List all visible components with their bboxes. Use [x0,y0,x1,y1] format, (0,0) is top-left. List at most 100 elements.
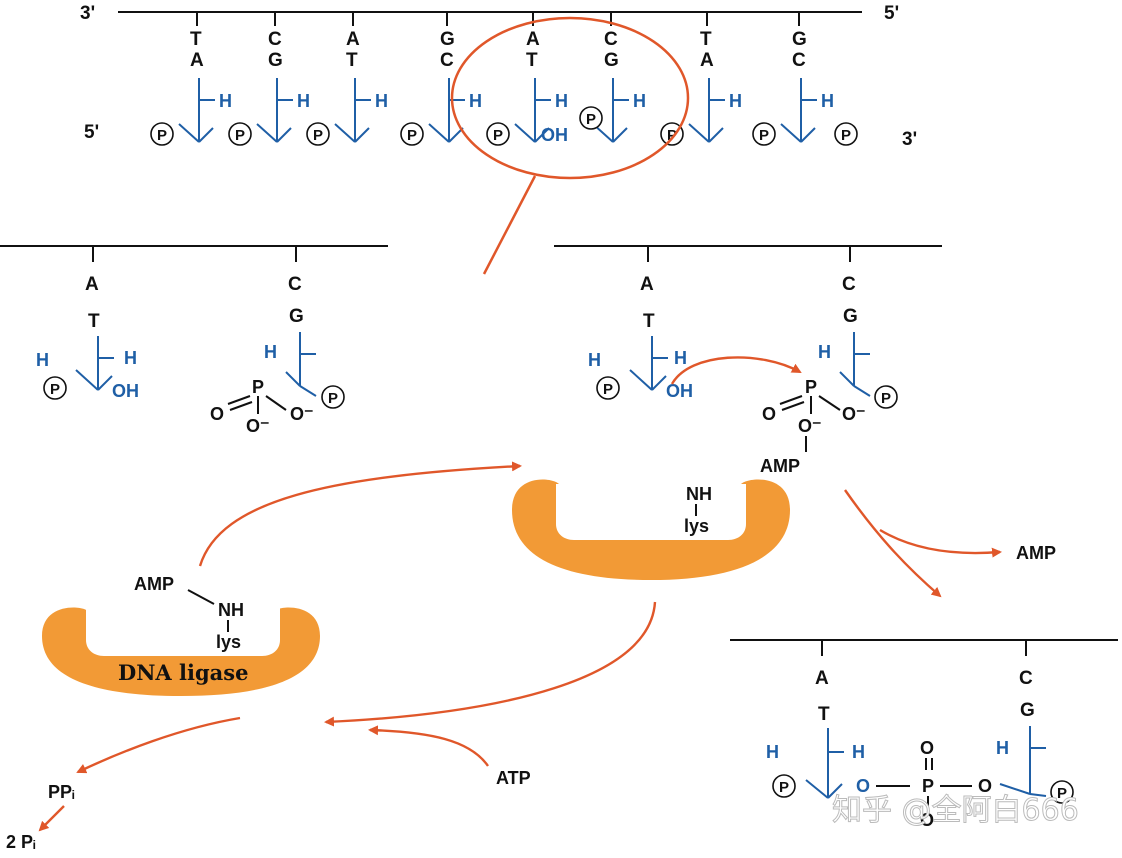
bottom-base-6: A [700,50,714,71]
phosphate-icon [874,385,898,409]
oh-3prime-label: OH [666,381,693,401]
phosphate-icon [579,106,603,130]
oxygen-minus-label: O⁻ [842,404,866,424]
enzyme-recycle-arrow [324,601,657,727]
enzyme-pocket [86,600,280,656]
bottom-base-5: G [604,50,619,71]
h-label: H [729,91,742,111]
phosphate-label: P [50,381,60,398]
panel-left-base-c: C [288,274,302,295]
oxygen-minus-label: O⁻ [290,404,314,424]
phosphate-icon [228,122,252,146]
dna-ligase-label: DNA ligase [118,660,248,685]
oxygen-label: O [762,404,776,424]
sugar-backbone [256,78,293,143]
phosphate-label: P [235,127,245,144]
panel-right-sugar-1 [629,336,668,391]
amp-released-label: AMP [1016,543,1056,563]
top-base-1: C [268,29,282,50]
top-base-0: T [190,29,202,50]
phosphate-label: P [841,127,851,144]
bottom-base-1: G [268,50,283,71]
phosphate-label: P [603,381,613,398]
h-label: H [264,342,277,362]
phosphate-label: P [313,127,323,144]
h-label: H [852,742,865,762]
oxygen-minus-label: O⁻ [798,416,822,436]
sealed-base-a: A [815,668,829,689]
phosphate-label: P [157,127,167,144]
panel-right-base-g: G [843,306,858,327]
phosphate-icon [150,122,174,146]
oxygen-label: O [210,404,224,424]
oxygen-label: O [978,776,992,796]
h-label: H [588,350,601,370]
top-end-3prime: 3' [80,3,95,24]
ppi-release-arrow [76,716,241,774]
phosphate-label: P [881,390,891,407]
panel-right-base-a: A [640,274,654,295]
bottom-base-4: T [526,50,538,71]
bottom-end-5prime: 5' [84,122,99,143]
phosphate-icon [306,122,330,146]
h-label: H [375,91,388,111]
phosphate-label: P [407,127,417,144]
h-label: H [821,91,834,111]
amp-label: AMP [134,574,174,594]
phosphate-icon [660,122,684,146]
h-label: H [36,350,49,370]
phosphate-label: P [779,779,789,796]
phosphorus-label: P [922,776,934,796]
sealed-sugar-2 [999,726,1047,797]
phosphate-label: P [1057,785,1067,802]
panel-sealed-strand: A T C G H H O P P O O O H P [730,639,1118,830]
phosphate-label: P [759,127,769,144]
amp-label: AMP [760,456,800,476]
sealed-base-c: C [1019,668,1033,689]
h-label: H [469,91,482,111]
atp-label: ATP [496,768,531,788]
panel-right-base-c: C [842,274,856,295]
h-label: H [297,91,310,111]
sugar-backbone [592,78,629,143]
sealed-base-t: T [818,704,830,725]
panel-left-sugar-1 [75,336,114,391]
h-label: H [555,91,568,111]
panel-left-base-g: G [289,306,304,327]
h-label: H [766,742,779,762]
sugar-backbone [178,78,215,143]
phosphate-icon [834,122,858,146]
phosphate-icon [486,122,510,146]
reaction-arrows: AMP ATP PPᵢ 2 Pᵢ [6,461,1056,852]
ligase-enzyme-free: NH lys [512,479,790,580]
lys-label: lys [216,632,241,652]
ligation-arrow [844,489,942,598]
sealed-base-g: G [1020,700,1035,721]
phosphate-icon [772,774,796,798]
top-base-2: A [346,29,360,50]
enzyme-pocket [556,484,746,540]
panel-nicked-strand: A T C G H H OH P H P P O O⁻ O⁻ [0,245,388,436]
top-base-7: G [792,29,807,50]
top-base-4: A [526,29,540,50]
h-label: H [674,348,687,368]
phosphate-label: P [328,390,338,407]
top-base-6: T [700,29,712,50]
ppi-hydrolysis-arrow [38,805,65,832]
phosphorus-label: P [805,377,817,397]
phosphate-icon [400,122,424,146]
h-label: H [124,348,137,368]
h-label: H [818,342,831,362]
bottom-base-3: C [440,50,454,71]
bridging-oxygen-label: O [856,776,870,796]
panel-right-sugar-2 [839,332,871,397]
watermark: 知乎 @全阿白666 [832,793,1079,828]
sugar-backbone [428,78,465,143]
phosphate-label: P [667,127,677,144]
sugar-backbone [688,78,725,143]
phosphate-icon [596,376,620,400]
phosphate-label: P [493,127,503,144]
bottom-base-2: T [346,50,358,71]
